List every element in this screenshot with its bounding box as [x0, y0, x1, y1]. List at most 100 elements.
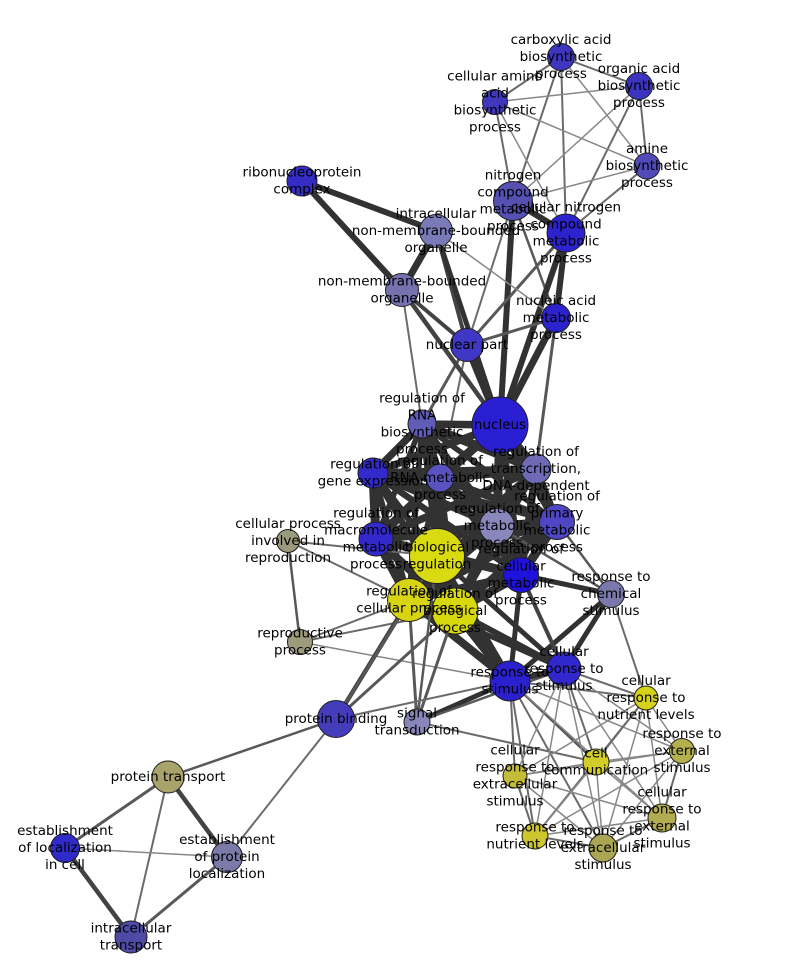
edge-ribonucleoprotein-complex--intracellular-non-membrane-bounded-organelle — [300, 178, 438, 234]
node-regulation-of-macromolecule-metabolic-process[interactable] — [358, 521, 394, 557]
node-response-to-external-stimulus[interactable] — [669, 738, 695, 764]
edge-cellular-amino-acid-biosynthetic-process--amine-biosynthetic-process — [494, 101, 648, 167]
edge-cellular-amino-acid-biosynthetic-process--cellular-nitrogen-compound-metabolic-process — [494, 101, 567, 234]
node-non-membrane-bounded-organelle[interactable] — [385, 273, 419, 307]
nodes-layer — [50, 43, 695, 954]
edge-protein-transport--establishment-of-protein-localization — [166, 775, 229, 859]
node-intracellular-non-membrane-bounded-organelle[interactable] — [419, 214, 453, 248]
node-regulation-of-primary-metabolic-process[interactable] — [539, 504, 575, 540]
edge-protein-binding--establishment-of-protein-localization — [226, 718, 337, 858]
edge-protein-binding--protein-transport — [167, 717, 337, 779]
edge-ribonucleoprotein-complex--non-membrane-bounded-organelle — [299, 178, 405, 293]
node-cell-communication[interactable] — [582, 748, 610, 776]
edge-non-membrane-bounded-organelle--regulation-of-rna-biosynthetic-process — [401, 289, 423, 425]
node-response-to-stimulus[interactable] — [489, 660, 531, 702]
node-reproductive-process[interactable] — [287, 629, 313, 655]
node-nucleic-acid-metabolic-process[interactable] — [541, 303, 571, 333]
edge-regulation-of-primary-metabolic-process--regulation-of-macromolecule-metabolic-process — [375, 518, 558, 543]
edge-response-to-chemical-stimulus--cellular-response-to-nutrient-levels — [610, 593, 647, 699]
node-label-line: regulation of — [379, 391, 466, 407]
edge-cellular-process-involved-in-reproduction--reproductive-process — [286, 540, 302, 643]
edge-protein-transport--establishment-of-localization-in-cell — [64, 775, 169, 850]
node-nitrogen-compound-metabolic-process[interactable] — [493, 181, 533, 221]
edge-cellular-response-to-stimulus--cellular-response-to-external-stimulus — [563, 668, 663, 819]
node-cellular-response-to-extracellular-stimulus[interactable] — [502, 763, 528, 789]
node-label-line: stimulus — [486, 794, 543, 810]
node-response-to-chemical-stimulus[interactable] — [597, 580, 625, 608]
edges-layer — [63, 56, 683, 939]
edge-regulation-of-metabolic-process--response-to-chemical-stimulus — [496, 524, 612, 596]
node-cellular-process-involved-in-reproduction[interactable] — [276, 529, 300, 553]
edge-reproductive-process--response-to-stimulus — [299, 641, 511, 682]
node-label-line: process — [469, 120, 521, 136]
edge-organic-acid-biosynthetic-process--cellular-nitrogen-compound-metabolic-process — [565, 85, 640, 234]
edge-signal-transduction--cell-communication — [416, 721, 597, 763]
node-establishment-of-localization-in-cell[interactable] — [50, 833, 80, 863]
node-nuclear-part[interactable] — [450, 328, 484, 362]
edge-amine-biosynthetic-process--nitrogen-compound-metabolic-process — [512, 165, 648, 202]
node-protein-binding[interactable] — [317, 700, 355, 738]
node-regulation-of-metabolic-process[interactable] — [479, 508, 515, 544]
node-label-line: stimulus — [633, 836, 690, 852]
edge-protein-binding--biological-regulation — [334, 555, 439, 720]
edge-cell-communication--cellular-response-to-extracellular-stimulus — [514, 761, 597, 777]
node-cellular-nitrogen-compound-metabolic-process[interactable] — [546, 213, 586, 253]
edge-cellular-response-to-nutrient-levels--response-to-extracellular-stimulus — [602, 697, 647, 849]
node-regulation-of-rna-biosynthetic-process[interactable] — [407, 409, 437, 439]
edge-nitrogen-compound-metabolic-process--nuclear-part — [466, 200, 514, 346]
node-intracellular-transport[interactable] — [114, 920, 148, 954]
edge-response-to-external-stimulus--response-to-nutrient-levels — [534, 750, 683, 837]
node-establishment-of-protein-localization[interactable] — [211, 841, 243, 873]
node-cellular-response-to-nutrient-levels[interactable] — [633, 685, 659, 711]
edge-carboxylic-acid-biosynthetic-process--cellular-nitrogen-compound-metabolic-process — [560, 56, 567, 234]
node-nucleus[interactable] — [471, 396, 529, 454]
edge-protein-binding--response-to-stimulus — [335, 680, 511, 720]
node-regulation-of-rna-metabolic-process[interactable] — [425, 463, 455, 493]
edge-establishment-of-protein-localization--intracellular-transport — [130, 855, 228, 939]
edge-cellular-response-to-external-stimulus--response-to-nutrient-levels — [534, 817, 663, 837]
edge-nitrogen-compound-metabolic-process--nucleus — [497, 200, 516, 426]
edge-intracellular-non-membrane-bounded-organelle--nucleic-acid-metabolic-process — [435, 230, 557, 319]
edge-establishment-of-localization-in-cell--intracellular-transport — [63, 846, 133, 939]
node-carboxylic-acid-biosynthetic-process[interactable] — [547, 43, 575, 71]
edge-cellular-response-to-extracellular-stimulus--cellular-response-to-external-stimulus — [514, 775, 663, 819]
node-regulation-of-gene-expression[interactable] — [357, 457, 389, 489]
edge-organic-acid-biosynthetic-process--cellular-amino-acid-biosynthetic-process — [494, 85, 640, 103]
node-regulation-of-cellular-process[interactable] — [387, 578, 431, 622]
node-amine-biosynthetic-process[interactable] — [633, 152, 661, 180]
node-response-to-extracellular-stimulus[interactable] — [588, 833, 618, 863]
edge-response-to-stimulus--response-to-extracellular-stimulus — [509, 680, 604, 849]
node-regulation-of-cellular-metabolic-process[interactable] — [503, 557, 539, 593]
node-response-to-nutrient-levels[interactable] — [521, 822, 549, 850]
node-regulation-of-biological-process[interactable] — [431, 587, 479, 635]
edge-organic-acid-biosynthetic-process--nitrogen-compound-metabolic-process — [512, 85, 640, 202]
edge-cellular-process-involved-in-reproduction--regulation-of-cellular-process — [287, 540, 410, 601]
edge-protein-binding--regulation-of-biological-process — [334, 609, 457, 721]
node-biological-regulation[interactable] — [409, 528, 465, 584]
edge-nitrogen-compound-metabolic-process--nucleic-acid-metabolic-process — [511, 200, 558, 319]
edge-cellular-response-to-stimulus--response-to-nutrient-levels — [534, 668, 565, 837]
edge-response-to-external-stimulus--response-to-extracellular-stimulus — [602, 750, 683, 849]
node-regulation-of-transcription-dna-dependent[interactable] — [520, 453, 552, 485]
edge-cellular-response-to-stimulus--response-to-external-stimulus — [563, 668, 683, 752]
edge-cellular-response-to-extracellular-stimulus--response-to-extracellular-stimulus — [514, 775, 604, 849]
node-cellular-amino-acid-biosynthetic-process[interactable] — [482, 89, 508, 115]
edge-intracellular-non-membrane-bounded-organelle--nucleus — [433, 230, 503, 426]
edge-response-to-stimulus--response-to-external-stimulus — [509, 680, 683, 752]
edge-cellular-response-to-stimulus--cellular-response-to-extracellular-stimulus — [514, 668, 565, 777]
edge-signal-transduction--cellular-response-to-stimulus — [416, 667, 565, 724]
node-signal-transduction[interactable] — [403, 708, 431, 736]
edge-establishment-of-localization-in-cell--establishment-of-protein-localization — [64, 847, 228, 858]
edge-response-to-chemical-stimulus--response-to-stimulus — [508, 592, 613, 683]
node-ribonucleoprotein-complex[interactable] — [286, 165, 318, 197]
node-cellular-response-to-stimulus[interactable] — [546, 651, 582, 687]
node-organic-acid-biosynthetic-process[interactable] — [625, 72, 653, 100]
edge-protein-transport--intracellular-transport — [130, 776, 169, 938]
edge-cellular-nitrogen-compound-metabolic-process--nucleus — [497, 232, 569, 426]
node-protein-transport[interactable] — [151, 760, 185, 794]
node-cellular-response-to-external-stimulus[interactable] — [647, 803, 677, 833]
edge-carboxylic-acid-biosynthetic-process--nitrogen-compound-metabolic-process — [512, 56, 562, 202]
